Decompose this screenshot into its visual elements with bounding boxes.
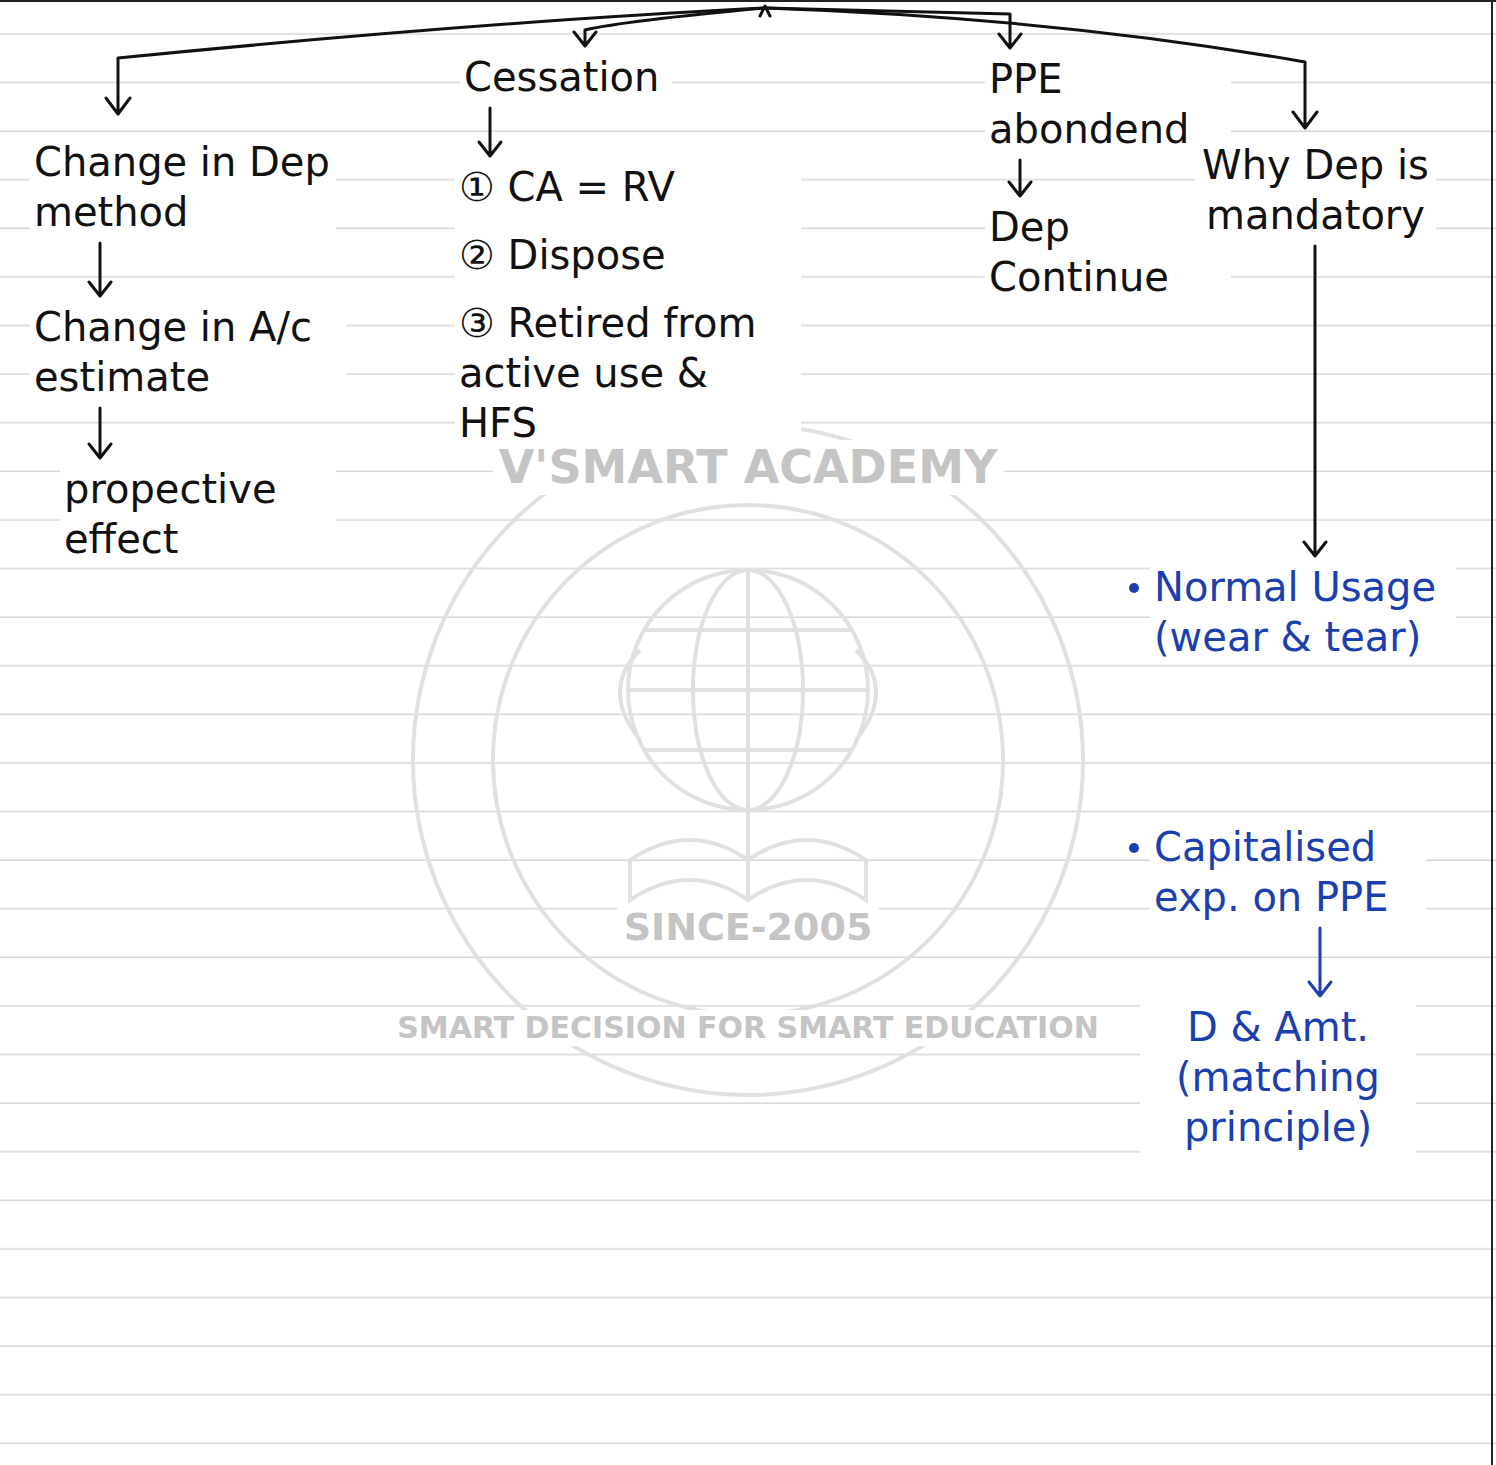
arrow-connector — [89, 408, 111, 458]
arrow-connector — [479, 108, 501, 156]
watermark-text: SMART DECISION FOR SMART EDUCATION — [391, 1010, 1105, 1046]
list-item: ② Dispose — [459, 230, 797, 280]
list-item: ① CA = RV — [459, 162, 797, 212]
watermark-text: SINCE-2005 — [618, 905, 879, 951]
topic-heading: Why Dep is mandatory — [1195, 138, 1436, 242]
node-text: Why Dep is mandatory — [1199, 140, 1432, 240]
node-text: propective effect — [64, 464, 332, 564]
bullet-text: Capitalised exp. on PPE — [1150, 820, 1426, 924]
arrow-connector — [1009, 160, 1031, 196]
bullet-text: Normal Usage (wear & tear) — [1150, 560, 1456, 664]
topic-text: Change in Dep method — [30, 135, 336, 239]
watermark-logo — [413, 425, 1083, 1095]
node-text: Dep Continue — [989, 202, 1227, 302]
node-text: D & Amt. (matching principle) — [1144, 1002, 1412, 1152]
node-text: Change in A/c estimate — [34, 302, 342, 402]
note-text: D & Amt. (matching principle) — [1140, 1000, 1416, 1154]
node-text: Change in Dep method — [34, 137, 332, 237]
watermark-text: V'SMART ACADEMY — [493, 440, 1004, 495]
topic-heading: Cessation — [460, 50, 672, 104]
list-item: ③ Retired from active use & HFS — [459, 298, 797, 448]
node-text: PPE abondend — [989, 54, 1227, 154]
node-text: Normal Usage (wear & tear) — [1154, 562, 1452, 662]
arrow-connector — [1304, 246, 1326, 556]
bullet-dots — [1129, 583, 1139, 853]
page-border — [1491, 0, 1493, 1465]
page-border — [0, 0, 1496, 2]
node-text: Cessation — [464, 52, 668, 102]
topic-text: propective effect — [60, 462, 336, 566]
numbered-list: ① CA = RV ② Dispose ③ Retired from active … — [455, 160, 801, 450]
node-text: Capitalised exp. on PPE — [1154, 822, 1422, 922]
arrow-connector — [1309, 928, 1331, 996]
topic-text: Change in A/c estimate — [30, 300, 346, 404]
arrow-connector — [89, 243, 111, 296]
